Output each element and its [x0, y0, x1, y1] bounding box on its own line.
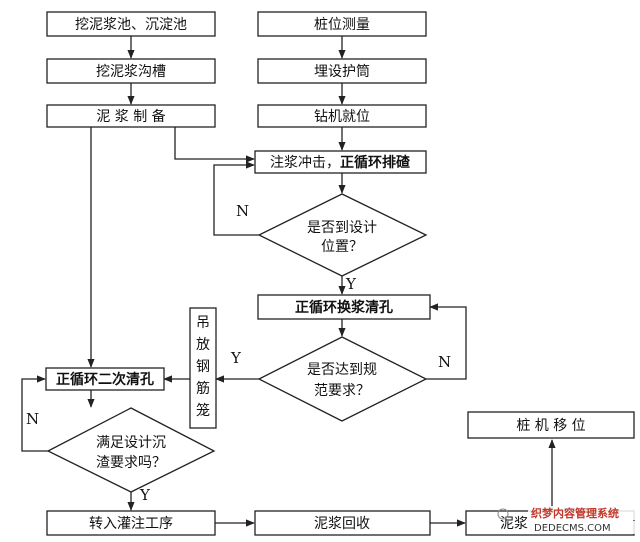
label-no-1: N	[236, 202, 249, 220]
impact-bold: 正循环排碴	[340, 154, 411, 171]
arrow-decision2-no	[426, 303, 467, 380]
watermark-icon	[497, 508, 509, 520]
step-rig-position: 钻机就位	[257, 104, 427, 128]
step-bury-casing: 埋设护筒	[257, 58, 427, 84]
watermark-line-1: 织梦内容管理系统	[531, 506, 619, 520]
step-label: 转入灌注工序	[89, 516, 173, 532]
decision-reach-design: 是否到设计 位置？	[257, 193, 428, 277]
cage-char: 笼	[196, 402, 210, 419]
step-slurry-recover: 泥浆回收	[254, 510, 431, 536]
step-label: 泥浆	[500, 516, 528, 532]
step-label: 钻机就位	[314, 109, 370, 125]
step-label: 正循环二次清孔	[56, 371, 154, 388]
step-to-pouring: 转入灌注工序	[46, 510, 216, 536]
watermark-line-2: DEDECMS.COM	[534, 523, 611, 534]
step-pile-survey: 桩位测量	[257, 11, 427, 37]
watermark: 织梦内容管理系统 DEDECMS.COM	[497, 506, 638, 534]
label-yes-1: Y	[345, 275, 357, 293]
arrow-decision3-no	[21, 375, 48, 452]
step-first-clean: 正循环换浆清孔	[257, 294, 431, 320]
step-label: 泥浆回收	[314, 516, 370, 532]
decision-line-1: 满足设计沉	[96, 435, 166, 451]
step-slurry-prep: 泥 浆 制 备	[46, 104, 216, 128]
cage-char: 筋	[196, 380, 210, 397]
connectors	[21, 36, 556, 527]
decision-line-2: 位置？	[321, 239, 363, 255]
step-label: 挖泥浆沟槽	[96, 64, 166, 80]
decision-line-2: 渣要求吗？	[96, 455, 166, 471]
impact-prefix: 注浆冲击，	[270, 155, 340, 171]
decision-line-1: 是否到设计	[307, 220, 377, 236]
step-dig-slurry-pool: 挖泥浆池、沉淀池	[46, 11, 216, 37]
decision-meet-spec: 是否达到规 范要求？	[257, 336, 428, 422]
label-no-2: N	[438, 353, 451, 371]
step-label: 正循环换浆清孔	[295, 299, 393, 316]
step-label: 注浆冲击，正循环排碴	[270, 154, 411, 171]
step-label: 埋设护筒	[314, 63, 370, 80]
arrow-prep-to-impact	[174, 127, 255, 163]
step-lower-rebar-cage: 吊 放 钢 筋 笼	[189, 307, 217, 429]
label-yes-3: Y	[139, 486, 151, 504]
step-label: 桩位测量	[314, 16, 370, 33]
arrow-decision1-no	[213, 161, 259, 236]
step-label: 泥 浆 制 备	[96, 108, 165, 125]
cage-char: 钢	[196, 359, 210, 375]
step-rig-move: 桩 机 移 位	[467, 411, 635, 439]
step-label: 挖泥浆池、沉淀池	[75, 17, 187, 33]
step-dig-slurry-trench: 挖泥浆沟槽	[46, 58, 216, 84]
decision-line-1: 是否达到规	[307, 362, 377, 378]
decision-sediment: 满足设计沉 渣要求吗？	[46, 407, 216, 493]
label-no-3: N	[26, 410, 39, 428]
label-yes-2: Y	[230, 349, 242, 367]
step-second-clean: 正循环二次清孔	[45, 367, 165, 391]
decision-line-2: 范要求？	[314, 382, 370, 399]
cage-char: 放	[196, 337, 210, 353]
step-label: 桩 机 移 位	[516, 417, 585, 434]
cage-char: 吊	[196, 315, 210, 331]
step-impact-drilling: 注浆冲击，正循环排碴	[254, 150, 427, 174]
